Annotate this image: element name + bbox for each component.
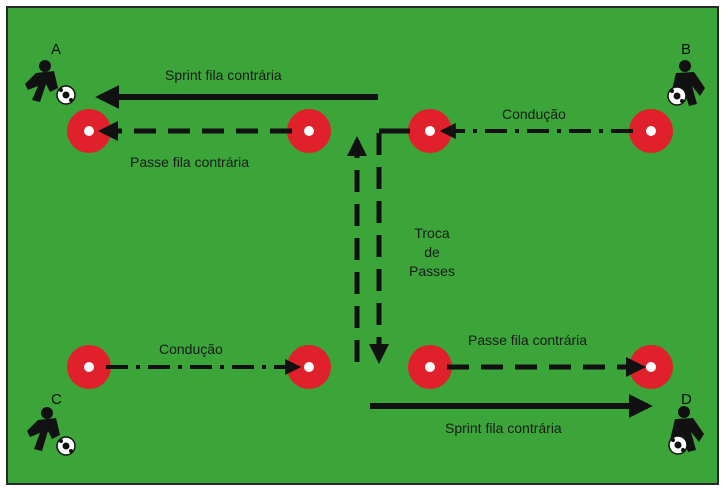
label-pass-exchange-line2: de <box>424 244 440 260</box>
label-dribble-top: Condução <box>502 106 566 122</box>
label-pass-bottom: Passe fila contrária <box>468 332 588 348</box>
label-dribble-bottom: Condução <box>159 341 223 357</box>
ball-a-icon <box>56 85 76 105</box>
corner-label-c: C <box>51 391 62 408</box>
ball-d-icon <box>668 435 688 455</box>
ball-b-icon <box>667 86 687 106</box>
cone-bottom-right-outer <box>629 345 673 389</box>
cone-bottom-left-outer <box>67 345 111 389</box>
cone-top-left-inner <box>287 109 331 153</box>
label-pass-exchange-line3: Passes <box>409 263 455 279</box>
player-d-icon <box>670 406 704 452</box>
cone-bottom-left-inner <box>287 345 331 389</box>
cone-bottom-right-inner <box>408 345 452 389</box>
corner-label-b: B <box>681 41 692 58</box>
cone-top-right-inner <box>408 109 452 153</box>
player-c-icon <box>27 407 60 451</box>
player-b-icon <box>671 60 705 106</box>
corner-label-d: D <box>681 391 692 408</box>
cone-top-right-outer <box>629 109 673 153</box>
label-sprint-top: Sprint fila contrária <box>165 67 282 83</box>
ball-c-icon <box>56 436 76 456</box>
label-sprint-bottom: Sprint fila contrária <box>445 420 562 436</box>
cone-top-left-outer <box>67 109 111 153</box>
label-pass-top: Passe fila contrária <box>130 154 250 170</box>
corner-label-a: A <box>51 41 62 58</box>
label-pass-exchange-line1: Troca <box>414 225 450 241</box>
player-a-icon <box>25 60 58 102</box>
